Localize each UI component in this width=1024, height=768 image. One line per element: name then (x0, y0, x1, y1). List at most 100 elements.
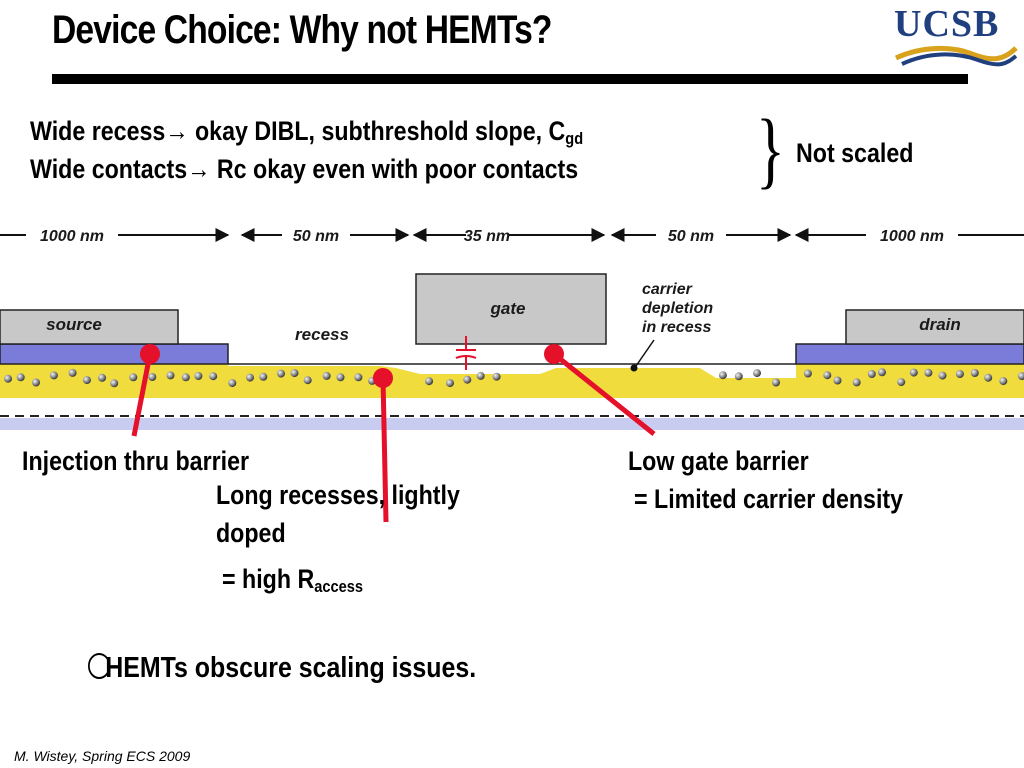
electron-dot-icon (1017, 372, 1024, 381)
electron-dot-icon (246, 373, 254, 382)
carrier-point-icon (630, 364, 638, 372)
bullet-text: Rc okay even with poor contacts (210, 154, 579, 184)
electron-dot-icon (303, 376, 312, 385)
dimension-label: 1000 nm (40, 228, 104, 245)
electron-dot-icon (463, 375, 472, 384)
electron-dot-icon (984, 373, 993, 382)
carrier-pointer (635, 339, 655, 367)
electron-dot-icon (322, 371, 331, 380)
electron-dot-icon (924, 368, 933, 377)
low-gate-callout: Low gate barrier (628, 446, 809, 476)
electron-dot-icon (938, 371, 947, 380)
slide-title: Device Choice: Why not HEMTs? (52, 8, 552, 52)
electron-dot-icon (209, 372, 218, 381)
electron-dot-icon (955, 370, 964, 378)
not-scaled-note: Not scaled (796, 138, 914, 168)
long-recess-callout: Long recesses, lightly (216, 480, 460, 510)
channel-layer (0, 364, 1024, 398)
dimension-label: 35 nm (464, 228, 510, 245)
electron-dot-icon (16, 373, 25, 382)
electron-dot-icon (852, 378, 861, 387)
dimension-label: 1000 nm (880, 228, 944, 245)
electron-dot-icon (82, 376, 91, 385)
high-r-text: = high R (222, 564, 315, 594)
ring-bullet-icon (88, 653, 111, 679)
bullet-lead: Wide contacts (30, 154, 188, 184)
electron-dot-icon (999, 377, 1008, 386)
electron-dot-icon (49, 371, 58, 380)
electron-dot-icon (290, 369, 299, 378)
electron-dot-icon (368, 376, 377, 385)
electron-dot-icon (354, 373, 363, 382)
carrier-depletion-label: in recess (642, 319, 711, 336)
group-brace: } (756, 101, 785, 197)
slide-footer: M. Wistey, Spring ECS 2009 (14, 748, 191, 764)
electron-dot-icon (181, 373, 190, 382)
drain-label: drain (919, 315, 961, 334)
electron-dot-icon (68, 368, 77, 377)
electron-dot-icon (897, 378, 906, 387)
carrier-depletion-label: carrier (642, 281, 693, 298)
bullet-lead: Wide recess (30, 116, 166, 146)
ucsb-logo: UCSB (892, 3, 1020, 68)
carrier-density-callout: = Limited carrier density (634, 484, 904, 514)
dimension-label: 50 nm (293, 228, 339, 245)
barrier-layer-drain (795, 343, 1024, 365)
drain-contact (845, 309, 1024, 345)
electron-dot-icon (194, 372, 203, 380)
recess-label: recess (295, 325, 349, 344)
bullet-wide-recess: Wide recess→ okay DIBL, subthreshold slo… (30, 116, 583, 149)
gate-contact (415, 273, 607, 345)
logo-text: UCSB (894, 3, 1000, 45)
arrow-icon: → (187, 154, 211, 184)
electron-dot-icon (336, 373, 345, 382)
title-rule (52, 74, 968, 84)
electron-dot-icon (909, 368, 918, 377)
conclusion-bullet: HEMTs obscure scaling issues. (88, 652, 476, 685)
electron-dot-icon (867, 370, 876, 378)
electron-dot-icon (718, 371, 727, 380)
electron-dot-icon (734, 372, 743, 381)
carrier-depletion-label: depletion (642, 300, 713, 317)
source-contact (0, 309, 179, 345)
electron-dot-icon (823, 371, 832, 380)
electron-dot-icon (970, 369, 979, 377)
source-label: source (46, 315, 102, 334)
electron-dot-icon (98, 373, 107, 382)
electron-dot-icon (110, 379, 119, 388)
bullet-text: okay DIBL, subthreshold slope, C (188, 116, 566, 146)
electron-dot-icon (878, 368, 886, 377)
electron-dot-icon (228, 379, 237, 388)
logo-wave-icon (894, 45, 1018, 67)
electron-dot-icon (833, 376, 842, 385)
long-recess-callout-2: doped (216, 518, 286, 548)
conclusion-text: HEMTs obscure scaling issues. (105, 652, 477, 684)
electron-dot-icon (492, 372, 501, 381)
electron-dot-icon (259, 372, 268, 381)
dimension-row: 1000 nm 50 nm 35 nm 50 nm 1000 nm (0, 228, 1024, 245)
electron-dot-icon (476, 371, 485, 380)
high-r-callout: = high Raccess (222, 564, 363, 597)
electron-dot-icon (772, 378, 780, 387)
arrow-icon: → (165, 116, 189, 146)
electron-dot-icon (803, 369, 812, 378)
injection-callout: Injection thru barrier (22, 446, 250, 476)
electron-dots (4, 368, 1024, 388)
electron-dot-icon (446, 379, 454, 388)
buffer-layer (0, 418, 1024, 430)
dimension-label: 50 nm (668, 228, 714, 245)
electron-dot-icon (129, 373, 138, 382)
high-r-subscript: access (314, 577, 364, 596)
capacitor-icon (455, 336, 477, 370)
electron-dot-icon (166, 371, 175, 380)
bullet-wide-contacts: Wide contacts→ Rc okay even with poor co… (30, 154, 578, 185)
electron-dot-icon (277, 369, 285, 378)
electron-dot-icon (425, 377, 434, 386)
hemt-cross-section-diagram: 1000 nm 50 nm 35 nm 50 nm 1000 nm source… (0, 228, 1024, 430)
electron-dot-icon (32, 378, 40, 387)
electron-dot-icon (4, 374, 12, 383)
electron-dot-icon (148, 373, 157, 381)
gate-label: gate (490, 299, 526, 318)
bullet-subscript: gd (565, 129, 584, 148)
electron-dot-icon (753, 369, 761, 378)
